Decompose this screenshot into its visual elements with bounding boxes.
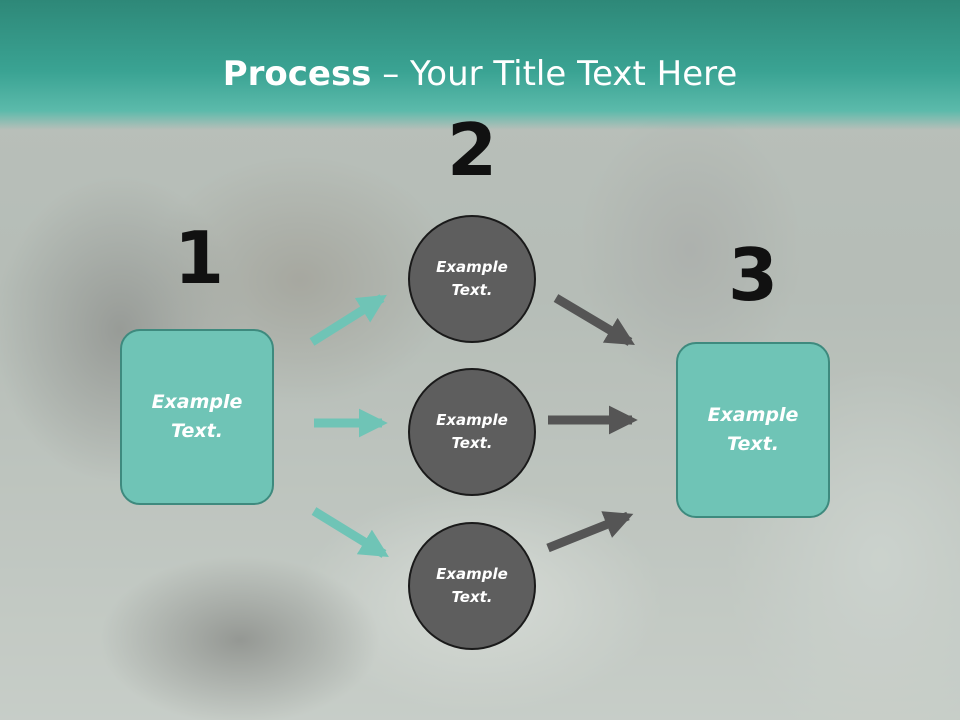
arrow-1-to-top bbox=[309, 294, 387, 346]
arrow-bottom-to-3 bbox=[546, 511, 634, 553]
title-banner bbox=[0, 0, 960, 130]
title-bold: Process bbox=[222, 54, 372, 94]
arrow-top-to-3 bbox=[553, 294, 635, 346]
step-number-2: 2 bbox=[446, 108, 498, 192]
step-number-1: 1 bbox=[173, 216, 225, 300]
page-title: Process – Your Title Text Here bbox=[0, 52, 960, 96]
title-rest: – Your Title Text Here bbox=[371, 54, 738, 94]
arrow-1-to-bottom bbox=[311, 507, 389, 558]
step-number-3: 3 bbox=[727, 233, 779, 317]
